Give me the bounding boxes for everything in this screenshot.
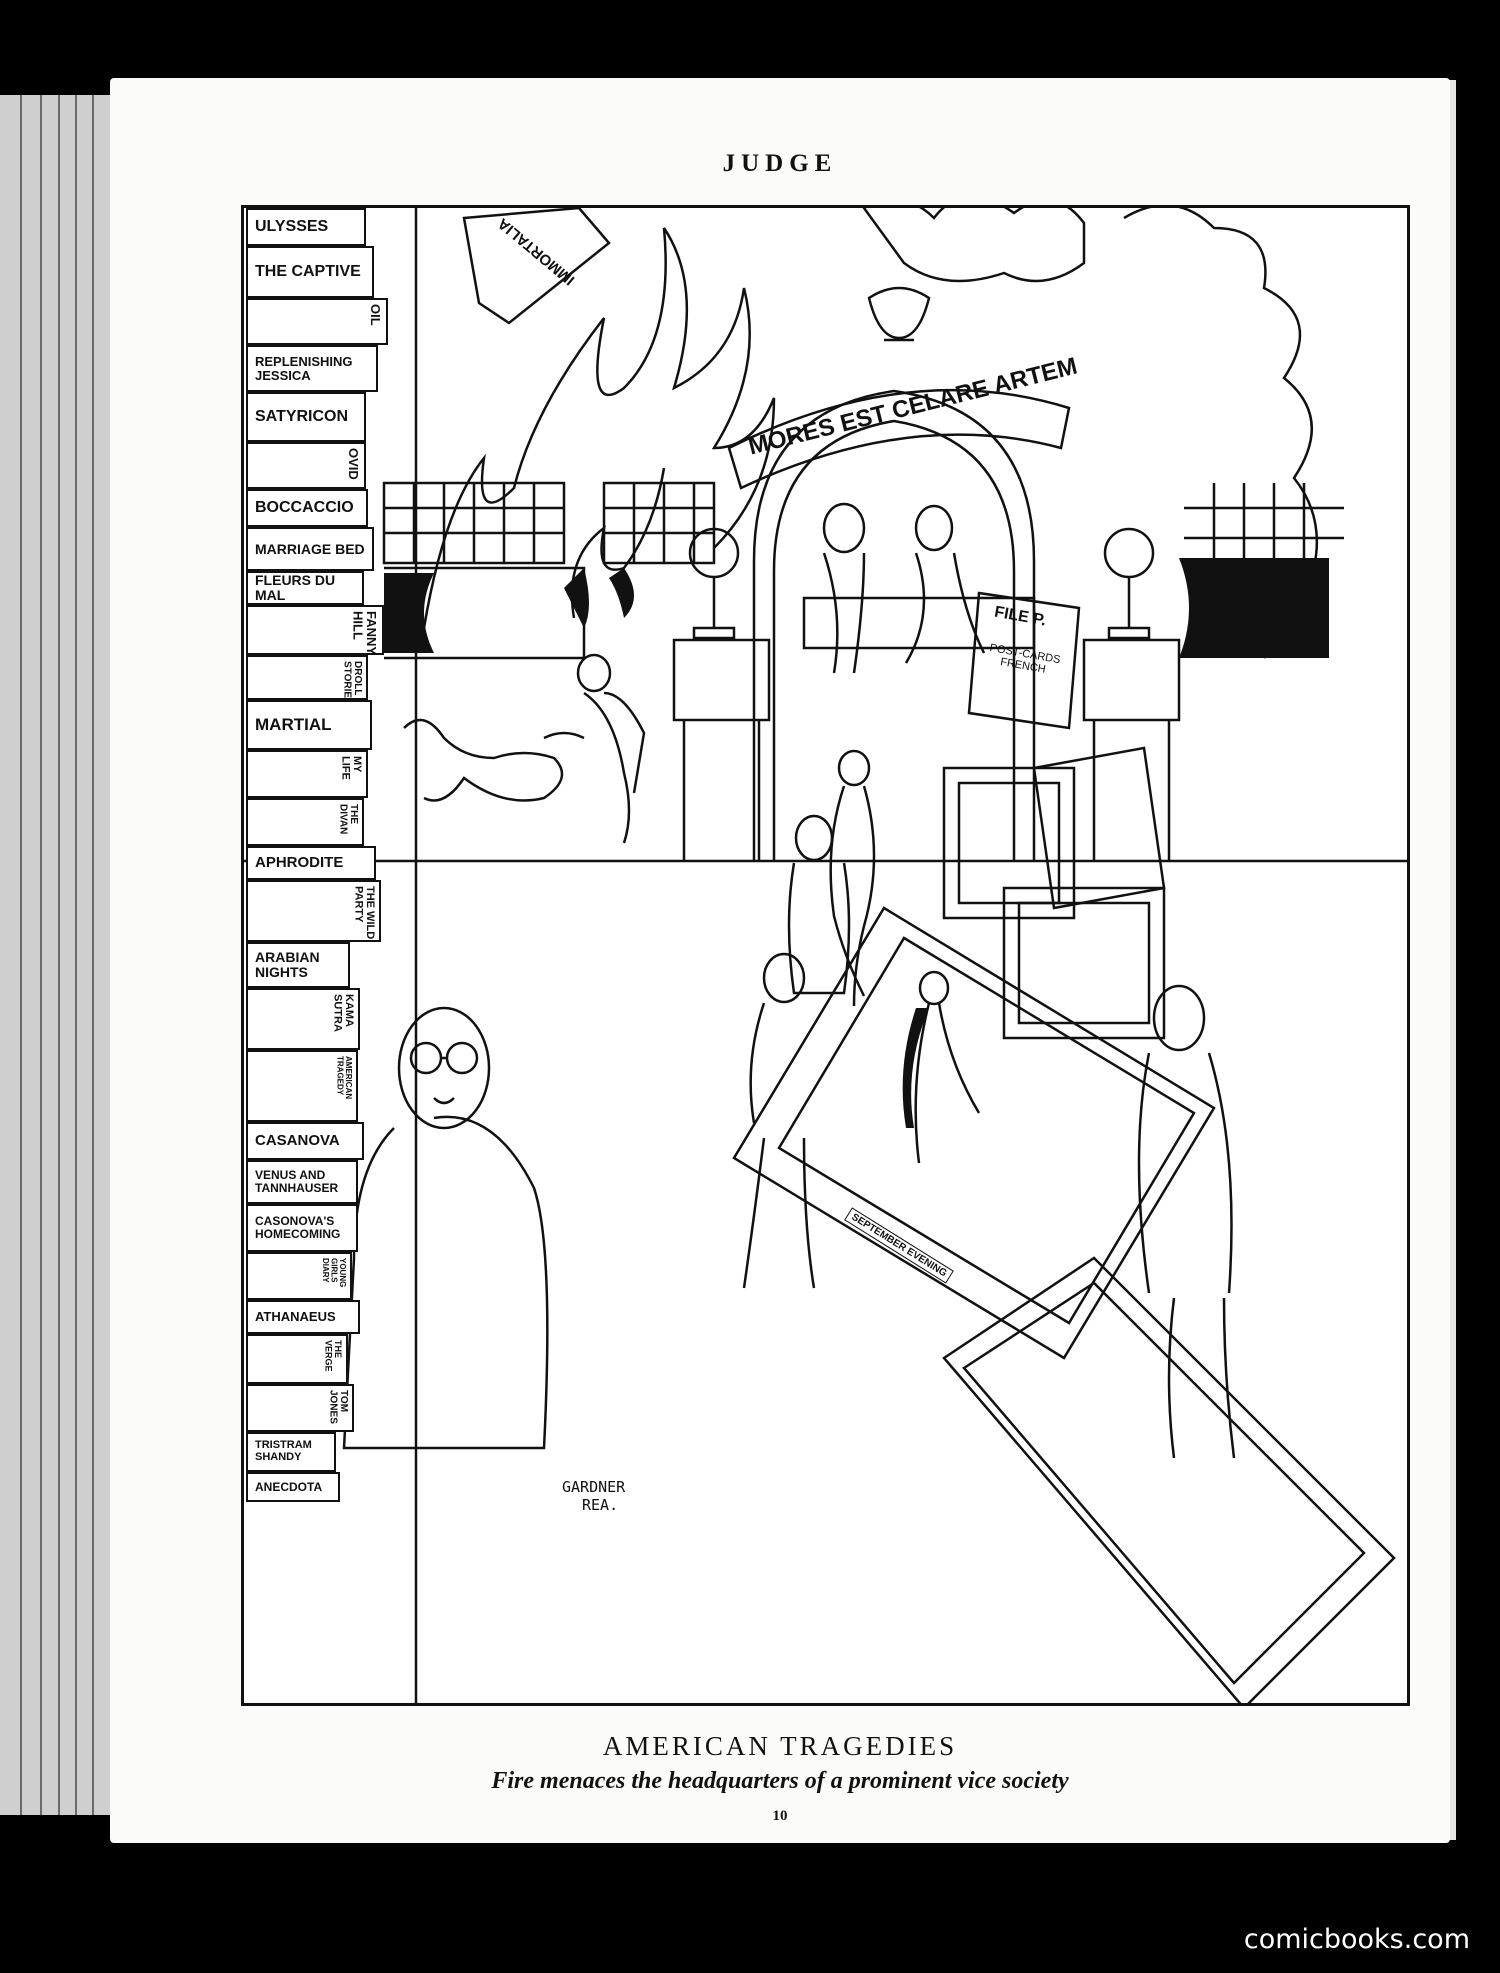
book-spine: THE DIVAN — [246, 798, 364, 846]
book-spine: APHRODITE — [246, 846, 376, 880]
book-spine: THE CAPTIVE — [246, 246, 374, 298]
illustration-frame: ULYSSES THE CAPTIVE OIL REPLENISHING JES… — [241, 205, 1410, 1706]
book-spine: CASONOVA'S HOMECOMING — [246, 1204, 358, 1252]
book-spine: KAMA SUTRA — [246, 988, 360, 1050]
caption-title: AMERICAN TRAGEDIES — [602, 1731, 958, 1761]
book-spine: AMERICAN TRAGEDY — [246, 1050, 358, 1122]
book-spine: SATYRICON — [246, 392, 366, 442]
book-spine: ARABIAN NIGHTS — [246, 942, 350, 988]
book-spine: ATHANAEUS — [246, 1300, 360, 1334]
book-spine: CASANOVA — [246, 1122, 364, 1160]
caption-subtitle: Fire menaces the headquarters of a promi… — [491, 1768, 1069, 1794]
book-spine: THE VERGE — [246, 1334, 348, 1384]
site-watermark: comicbooks.com — [1243, 1924, 1470, 1955]
book-spine: FANNY HILL — [246, 605, 384, 655]
page-header: JUDGE — [722, 150, 838, 177]
book-spine: ULYSSES — [246, 208, 366, 246]
book-spine: OIL — [246, 298, 388, 345]
page-number: 10 — [772, 1808, 788, 1824]
book-spine: ANECDOTA — [246, 1472, 340, 1502]
book-spine: YOUNG GIRLS DIARY — [246, 1252, 352, 1300]
book-spine: THE WILD PARTY — [246, 880, 381, 942]
book-spine: TOM JONES — [246, 1384, 354, 1432]
artist-signature: GARDNER REA. — [562, 1478, 626, 1514]
book-spine: REPLENISHING JESSICA — [246, 345, 378, 392]
book-spine: FLEURS DU MAL — [246, 571, 364, 605]
book-spine: TRISTRAM SHANDY — [246, 1432, 336, 1472]
book-spine: MARRIAGE BED — [246, 527, 374, 571]
book-spine: VENUS AND TANNHAUSER — [246, 1160, 358, 1204]
cartoon-illustration — [244, 208, 1407, 1703]
book-spine: BOCCACCIO — [246, 489, 368, 527]
book-spine: DROLL STORIES — [246, 655, 368, 705]
book-spine: MARTIAL — [246, 700, 372, 750]
magazine-page: JUDGE — [110, 78, 1450, 1843]
book-spine: MY LIFE — [246, 750, 368, 798]
book-spine: OVID — [246, 442, 366, 489]
